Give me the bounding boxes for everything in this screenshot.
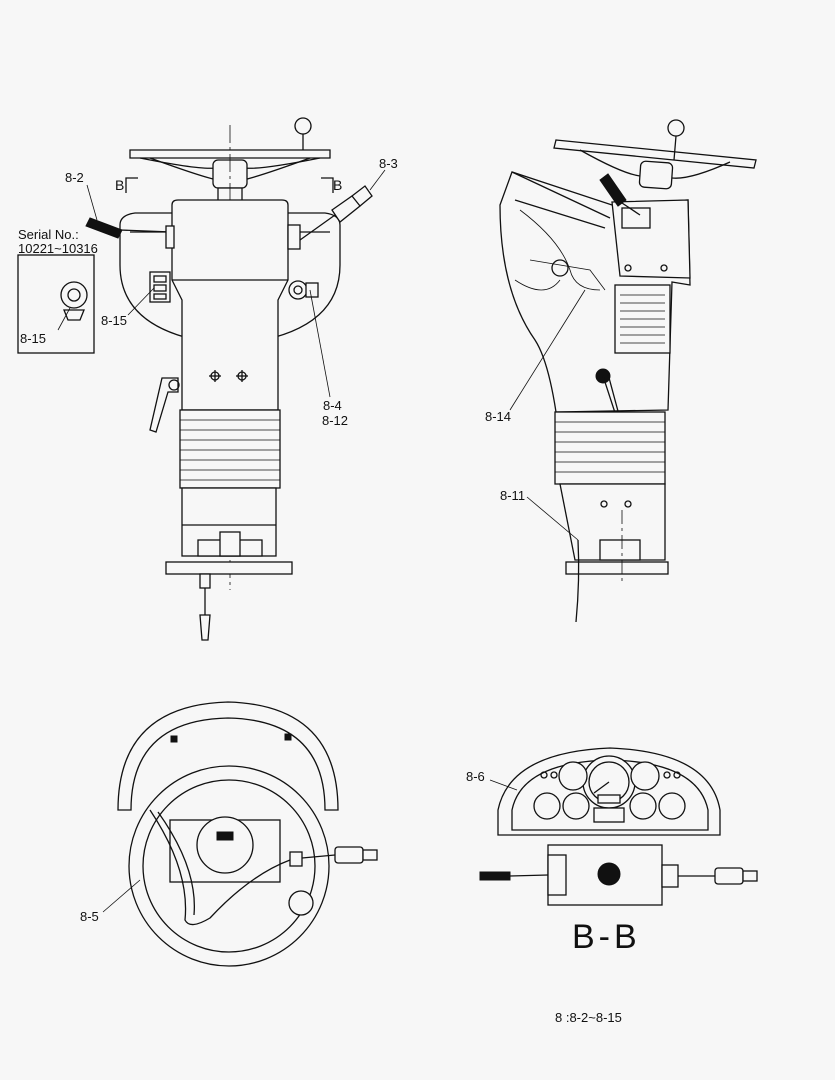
callout-8-4: 8-4 (323, 398, 342, 413)
callout-8-14: 8-14 (485, 409, 512, 424)
callout-8-15-inset: 8-15 (20, 331, 47, 346)
callout-8-12: 8-12 (322, 413, 349, 428)
section-marker-left: B (115, 177, 125, 193)
callout-8-11: 8-11 (500, 488, 526, 503)
section-marker-right: B (333, 177, 343, 193)
section-title: B-B (572, 918, 641, 956)
steering-wheel-top-view (117, 701, 378, 967)
serial-inset-frame (17, 254, 95, 354)
side-view-steering-column (499, 119, 757, 623)
callout-8-5: 8-5 (80, 909, 99, 924)
callout-leader-lines (57, 169, 586, 913)
footer-reference: 8 :8-2~8-15 (555, 1010, 622, 1025)
front-view-steering-column (85, 117, 373, 641)
serial-number-label: Serial No.: (18, 227, 79, 242)
callout-8-15-main: 8-15 (101, 313, 128, 328)
callout-8-3: 8-3 (379, 156, 398, 171)
callout-8-2: 8-2 (65, 170, 84, 185)
callout-8-6: 8-6 (466, 769, 485, 784)
section-b-b-dashboard (479, 747, 758, 906)
serial-number-range: 10221~10316 (18, 241, 98, 256)
